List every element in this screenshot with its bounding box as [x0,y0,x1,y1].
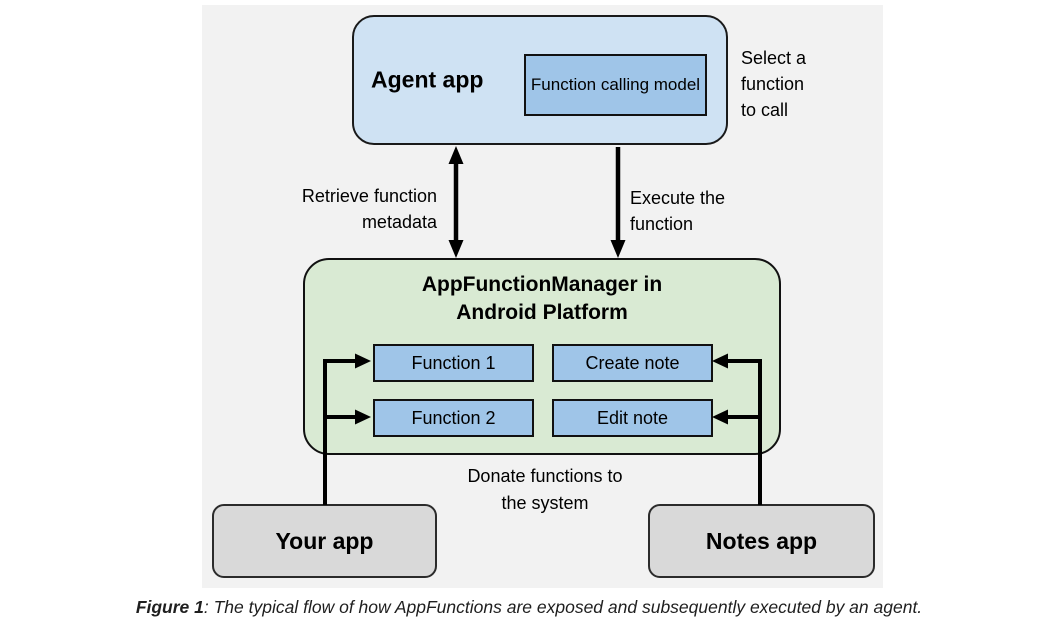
function-calling-model-label: Function calling model [530,75,701,94]
app-function-manager-box: AppFunctionManager in Android Platform F… [303,258,781,455]
figure-caption: Figure 1: The typical flow of how AppFun… [0,597,1058,618]
function-2-box: Function 2 [373,399,534,437]
notes-app-label: Notes app [705,527,818,554]
create-note-label: Create note [585,352,680,373]
your-app-label: Your app [275,527,374,554]
select-function-annotation: Select a function to call [741,48,807,120]
figure-caption-text: : The typical flow of how AppFunctions a… [203,597,923,617]
function-2-label: Function 2 [411,407,496,428]
app-function-manager-title: AppFunctionManager in Android Platform [421,273,663,324]
execute-function-annotation: Execute the function [630,188,726,234]
agent-app-label: Agent app [371,66,484,93]
edit-note-label: Edit note [596,407,669,428]
donate-functions-annotation: Donate functions to the system [467,466,623,513]
agent-app-box: Agent app Function calling model [352,15,728,145]
function-1-label: Function 1 [411,352,496,373]
diagram-canvas: Agent app Function calling model Select … [202,5,883,588]
notes-app-box: Notes app [648,504,875,578]
figure-caption-label: Figure 1 [135,597,204,617]
create-note-box: Create note [552,344,713,382]
function-calling-model-box: Function calling model [524,54,707,116]
your-app-box: Your app [212,504,437,578]
edit-note-box: Edit note [552,399,713,437]
retrieve-metadata-annotation: Retrieve function metadata [301,186,437,232]
function-1-box: Function 1 [373,344,534,382]
